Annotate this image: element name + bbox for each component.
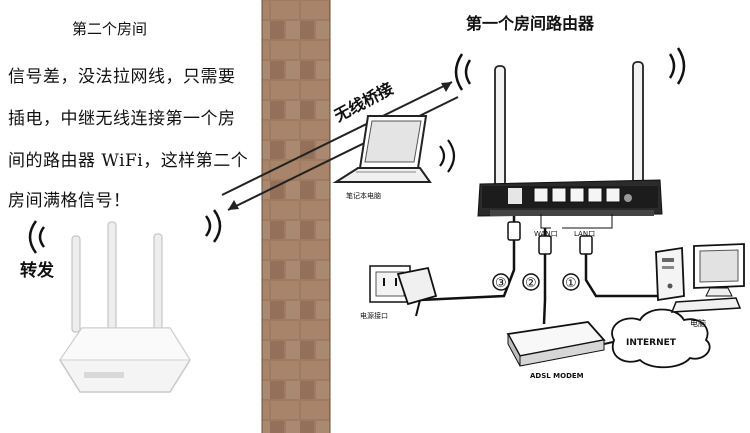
laptop-wifi-icon bbox=[439, 139, 456, 173]
laptop-label: 笔记本电脑 bbox=[346, 191, 381, 200]
power-port-label: 电源接口 bbox=[360, 311, 388, 320]
lan-port-label: LAN口 bbox=[574, 230, 595, 238]
step-badge-3: ③ bbox=[492, 273, 510, 291]
power-adapter bbox=[396, 266, 438, 317]
adsl-modem bbox=[506, 321, 606, 367]
laptop bbox=[332, 115, 432, 183]
wifi-signal-icon bbox=[28, 209, 222, 254]
internet-label: INTERNET bbox=[626, 338, 677, 348]
step-badge-2-text: ② bbox=[525, 276, 537, 291]
description-line-2: 插电，中继无线连接第一个房 bbox=[8, 109, 236, 129]
pc-label: 电脑 bbox=[690, 318, 706, 328]
step-badge-3-text: ③ bbox=[495, 276, 507, 291]
room2-title: 第二个房间 bbox=[72, 20, 148, 38]
router-wifi-icon bbox=[454, 47, 686, 91]
description-line-3: 间的路由器 WiFi，这样第二个 bbox=[8, 151, 249, 171]
modem-label: ADSL MODEM bbox=[530, 372, 584, 380]
description-line-4: 房间满格信号！ bbox=[8, 191, 131, 211]
wireless-bridge-beam bbox=[221, 81, 459, 211]
brick-wall bbox=[261, 0, 331, 433]
cable-plugs bbox=[507, 221, 593, 255]
internet-cloud bbox=[611, 308, 711, 369]
room1-title: 第一个房间路由器 bbox=[466, 14, 595, 33]
wifi-repeater bbox=[59, 221, 191, 393]
description-line-1: 信号差，没法拉网线，只需要 bbox=[8, 67, 236, 87]
router-ports bbox=[533, 187, 621, 203]
desktop-computer bbox=[655, 243, 745, 313]
cables bbox=[419, 216, 668, 325]
step-badge-2: ② bbox=[522, 273, 540, 291]
port-brackets bbox=[540, 214, 613, 229]
step-badge-1-text: ① bbox=[565, 276, 577, 291]
step-badge-1: ① bbox=[562, 273, 580, 291]
router bbox=[477, 61, 663, 217]
relay-label: 转发 bbox=[20, 261, 54, 281]
